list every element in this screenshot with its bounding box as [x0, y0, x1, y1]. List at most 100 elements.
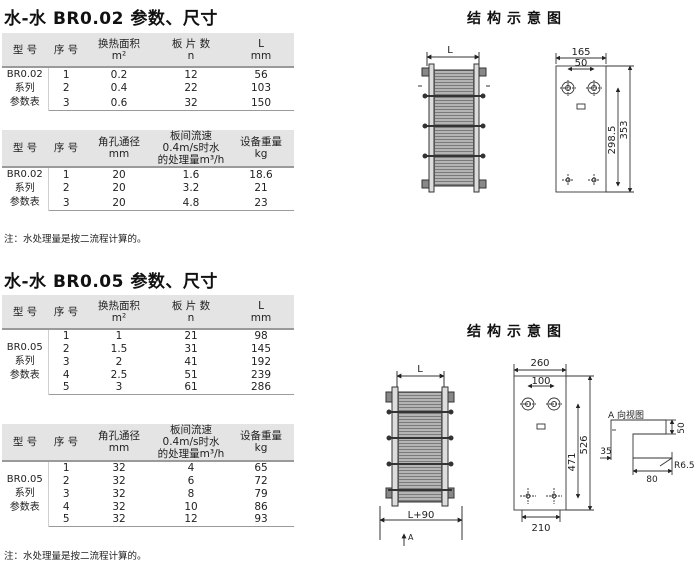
section1-diagram-title: 结构示意图 — [467, 11, 567, 27]
table-cell: 4 — [62, 500, 70, 513]
column-header: 角孔通径 mm — [84, 424, 154, 462]
table-cell: 2 — [62, 342, 70, 355]
column-header: 序 号 — [48, 130, 84, 168]
table-cell: 21 — [254, 182, 268, 195]
model-label: BR0.05 系列 参数表 — [2, 329, 49, 394]
table-row: 2 0.4 22 103 — [2, 81, 294, 95]
section2-note: 注：水处理量是按二流程计算的。 — [4, 551, 147, 562]
table-cell: 72 — [254, 474, 268, 487]
column-header: 序 号 — [48, 295, 84, 330]
column-header: 换热面积 m² — [84, 295, 154, 330]
table-cell: 21 — [184, 330, 198, 342]
br002-dim-2985: 298.5 — [607, 126, 618, 155]
table-cell: 86 — [254, 500, 268, 513]
table-cell: 41 — [184, 355, 198, 368]
table-cell: 12 — [184, 68, 198, 81]
table-cell: 32 — [84, 513, 154, 527]
table-cell: 286 — [228, 381, 294, 395]
table-cell: 51 — [184, 368, 198, 381]
br005-view-arrow-label: A — [408, 533, 414, 542]
table-cell: 3 — [84, 381, 154, 395]
column-header: 型 号 — [2, 33, 48, 68]
br005-front-view — [513, 364, 594, 522]
table-cell: 3 — [48, 95, 84, 111]
table-cell: 98 — [254, 330, 268, 342]
br002-dim-l: L — [447, 45, 453, 56]
table-cell: 239 — [250, 368, 272, 381]
column-header: 板 片 数 n — [154, 295, 228, 330]
a-view-dim-50: 50 — [677, 422, 687, 434]
model-label: BR0.02系列 参数表 — [2, 67, 49, 110]
table-cell: 1 — [62, 68, 70, 81]
model-label: BR0.05 系列 参数表 — [2, 461, 49, 526]
table-cell: 18.6 — [249, 168, 273, 181]
br005-dim-l90: L+90 — [408, 510, 435, 521]
table-cell: 3 — [62, 487, 70, 500]
table-cell: 3 — [62, 355, 70, 368]
column-header: 设备重量 kg — [228, 130, 294, 168]
br002-front-view — [555, 53, 634, 193]
table-cell: 150 — [228, 95, 294, 111]
br005-a-view — [600, 419, 676, 475]
table-cell: 1 — [115, 330, 123, 342]
column-header: L mm — [228, 33, 294, 68]
table-cell: 32 — [112, 462, 126, 474]
table-cell: 22 — [184, 82, 198, 95]
table-cell: 2 — [62, 82, 70, 95]
column-header: 型 号 — [2, 424, 48, 462]
br005-dim-100: 100 — [531, 376, 550, 387]
column-header: L mm — [228, 295, 294, 330]
table-cell: 6 — [187, 474, 195, 487]
table-cell: 1.6 — [182, 168, 200, 181]
table-cell: 32 — [112, 474, 126, 487]
table-cell: 61 — [154, 381, 228, 395]
column-header: 换热面积 m² — [84, 33, 154, 68]
column-header: 型 号 — [2, 130, 48, 168]
table-cell: 1 — [62, 330, 70, 342]
table-cell: 5 — [48, 513, 84, 527]
table-cell: 65 — [254, 462, 268, 474]
table-cell: 4 — [187, 462, 195, 474]
br005-dim-260: 260 — [530, 358, 549, 369]
column-header: 板间流速 0.4m/s时水 的处理量m³/h — [154, 130, 228, 168]
table-cell: 32 — [154, 95, 228, 111]
table-cell: 32 — [112, 500, 126, 513]
column-header: 板 片 数 n — [154, 33, 228, 68]
table-cell: 0.4 — [110, 82, 128, 95]
table-cell: 20 — [112, 168, 126, 181]
table-cell: 1 — [62, 168, 70, 181]
br005-dim-l: L — [417, 364, 423, 375]
section1-note: 注：水处理量是按二流程计算的。 — [4, 234, 147, 245]
table-cell: 3.2 — [182, 182, 200, 195]
table-cell: 145 — [250, 342, 272, 355]
column-header: 设备重量 kg — [228, 424, 294, 462]
table-row: BR0.02系列 参数表 1 20 1.6 18.6 — [2, 167, 294, 210]
br002-dim-50: 50 — [575, 58, 588, 69]
a-view-dim-35: 35 — [600, 447, 611, 457]
table-cell: 2 — [62, 182, 70, 195]
a-view-label: A 向视图 — [608, 409, 644, 421]
column-header: 序 号 — [48, 424, 84, 462]
table-cell: 31 — [184, 342, 198, 355]
section2-title: 水-水 BR0.05 参数、尺寸 — [4, 272, 218, 292]
model-label: BR0.02系列 参数表 — [2, 167, 49, 210]
table-cell: 103 — [250, 82, 272, 95]
table-row: BR0.05 系列 参数表 1 1 21 98 — [2, 329, 294, 394]
table-cell: 32 — [112, 487, 126, 500]
table-cell: 192 — [250, 355, 272, 368]
table-cell: 1 — [62, 462, 70, 474]
column-header: 板间流速 0.4m/s时水 的处理量m³/h — [154, 424, 228, 462]
table-cell: 0.6 — [84, 95, 154, 111]
